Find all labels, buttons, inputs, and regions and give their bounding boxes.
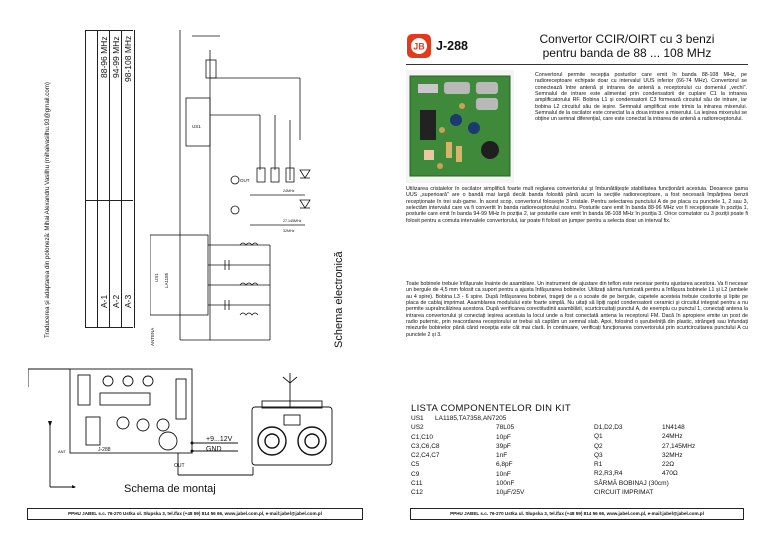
schematic-ic-label: US1: [192, 124, 201, 129]
parts-row: SÂRMĂ BOBINAJ (30cm): [594, 479, 744, 488]
part-name: R1: [594, 461, 603, 469]
part-value: 10pF: [496, 433, 511, 441]
assembly-title: Schema de montaj: [124, 483, 216, 495]
footer-right: PPHU JABEL s.c. 76-270 Ustka ul. Słupska…: [410, 508, 744, 520]
part-value: 6,8pF: [496, 461, 513, 469]
footer-left: PPHU JABEL s.c. 76-270 Ustka ul. Słupska…: [27, 508, 363, 520]
parts-list-right: D1,D2,D3 1N4148 Q1 24MHz Q2 27,145MHz Q3 32M…: [594, 423, 744, 497]
paragraph-crystals: Utilizarea cristalelor în oscilator simp…: [406, 186, 748, 224]
schematic-crystal-1: 24MHz: [283, 189, 295, 193]
band-range-2: 94-99 MHz: [111, 36, 121, 78]
parts-row: C9 10nF: [411, 470, 561, 479]
paragraph-intro: Convertorul permite recepția posturilor …: [535, 72, 747, 123]
right-page: JB J-288 Convertor CCIR/OIRT cu 3 benzi …: [384, 0, 768, 543]
part-name: SÂRMĂ BOBINAJ (30cm): [594, 479, 669, 487]
kit-code: J-288: [436, 39, 468, 53]
assembly-out-label: OUT: [174, 463, 185, 469]
part-name: Q3: [594, 451, 603, 459]
part-name: D1,D2,D3: [594, 424, 623, 431]
part-name: C9: [411, 470, 420, 478]
part-value: 22Ω: [662, 461, 675, 469]
left-page: Traducerea și adaptarea din poloneză: Mi…: [27, 30, 363, 520]
electronic-schematic: US1 US1 LA1185 ANTENA OUT 24MHz 27.145MH…: [150, 30, 311, 346]
logo-text: JB: [413, 42, 425, 52]
band-range-3: 98-108 MHz: [123, 35, 133, 82]
kit-title-line1: Convertor CCIR/OIRT cu 3 benzi: [539, 32, 715, 46]
schematic-antenna-label: ANTENA: [150, 328, 155, 346]
part-value: 100nF: [496, 480, 515, 488]
parts-list-title: LISTA COMPONENTELOR DIN KIT: [411, 403, 571, 414]
part-name: C3,C6,C8: [411, 442, 440, 450]
part-value: 27,145MHz: [662, 442, 696, 450]
part-name: C1,C10: [411, 433, 434, 441]
band-position-3: A-3: [123, 294, 133, 308]
parts-row: C11 100nF: [411, 479, 561, 488]
part-value: 1nF: [496, 452, 508, 460]
schematic-title: Schema electronică: [333, 251, 345, 348]
assembly-board-code: J-288: [98, 447, 111, 453]
schematic-ic-model: LA1185: [164, 272, 169, 288]
parts-row: R2,R3,R4 470Ω: [594, 469, 744, 478]
parts-row: R1 22Ω: [594, 460, 744, 469]
band-table-border: [85, 200, 133, 201]
part-name: US1: [411, 415, 424, 422]
part-value: 10nF: [496, 470, 511, 478]
part-name: Q1: [594, 433, 603, 441]
parts-row: US1 LA1185,TA7358,AN7205: [411, 414, 561, 423]
parts-row: Q2 27,145MHz: [594, 442, 744, 451]
part-value: 32MHz: [662, 451, 683, 459]
part-value: 24MHz: [662, 433, 683, 441]
parts-row: C5 6,8pF: [411, 460, 561, 469]
band-table-border: [97, 30, 110, 328]
schematic-ic2-label: US1: [154, 273, 159, 282]
part-value: 1N4148: [662, 424, 685, 431]
assembly-diagram: +9...12V GND OUT J-288 ANT: [28, 368, 333, 488]
header-divider: [406, 64, 748, 65]
band-table: 88-96 MHz 94-99 MHz 98-108 MHz A-1 A-2 A…: [85, 30, 135, 328]
part-name: US2: [411, 424, 424, 432]
schematic-output-label: OUT: [240, 178, 250, 183]
parts-row: US2 78L05: [411, 423, 561, 432]
band-table-border: [85, 30, 133, 31]
schematic-crystal-2: 27.145MHz: [283, 219, 302, 223]
parts-list-left: US1 LA1185,TA7358,AN7205 US2 78L05 C1,C10 1…: [411, 414, 561, 498]
part-name: C11: [411, 480, 423, 488]
assembly-ant-label: ANT: [58, 449, 67, 454]
part-value: 10µF/25V: [496, 489, 525, 497]
part-name: C5: [411, 461, 420, 469]
parts-row: Q3 32MHz: [594, 451, 744, 460]
band-table-border: [121, 30, 135, 328]
parts-row: CIRCUIT IMPRIMAT: [594, 488, 744, 497]
kit-header: JB J-288 Convertor CCIR/OIRT cu 3 benzi …: [406, 31, 748, 64]
band-table-border: [109, 30, 122, 328]
parts-row: D1,D2,D3 1N4148: [594, 423, 744, 432]
paragraph-assembly: Toate bobinele trebuie înfășurate înaint…: [406, 281, 748, 338]
part-value: LA1185,TA7358,AN7205: [435, 415, 507, 422]
parts-row: C12 10µF/25V: [411, 488, 561, 497]
assembly-supply-label: +9...12V: [206, 436, 233, 443]
kit-title-line2: pentru banda de 88 ... 108 MHz: [542, 46, 712, 60]
band-position-2: A-2: [111, 294, 121, 308]
jabel-logo-icon: JB: [407, 34, 431, 58]
band-table-border: [85, 30, 98, 328]
part-name: R2,R3,R4: [594, 470, 623, 478]
translator-credit: Traducerea și adaptarea din poloneză: Mi…: [44, 82, 51, 338]
part-value: 78L05: [496, 424, 515, 432]
part-value: 39pF: [496, 442, 511, 450]
pcb-photo: [406, 70, 514, 183]
schematic-crystal-3: 32MHz: [283, 229, 295, 233]
part-name: C12: [411, 489, 423, 497]
parts-row: C2,C4,C7 1nF: [411, 451, 561, 460]
part-name: Q2: [594, 442, 603, 450]
parts-row: C3,C6,C8 39pF: [411, 442, 561, 451]
assembly-gnd-label: GND: [206, 446, 222, 453]
band-range-1: 88-96 MHz: [99, 36, 109, 78]
parts-row: Q1 24MHz: [594, 432, 744, 441]
band-position-1: A-1: [99, 294, 109, 308]
part-name: CIRCUIT IMPRIMAT: [594, 489, 654, 497]
part-name: C2,C4,C7: [411, 452, 440, 460]
band-table-border: [85, 327, 133, 328]
parts-row: C1,C10 10pF: [411, 433, 561, 442]
part-value: 470Ω: [662, 470, 678, 478]
